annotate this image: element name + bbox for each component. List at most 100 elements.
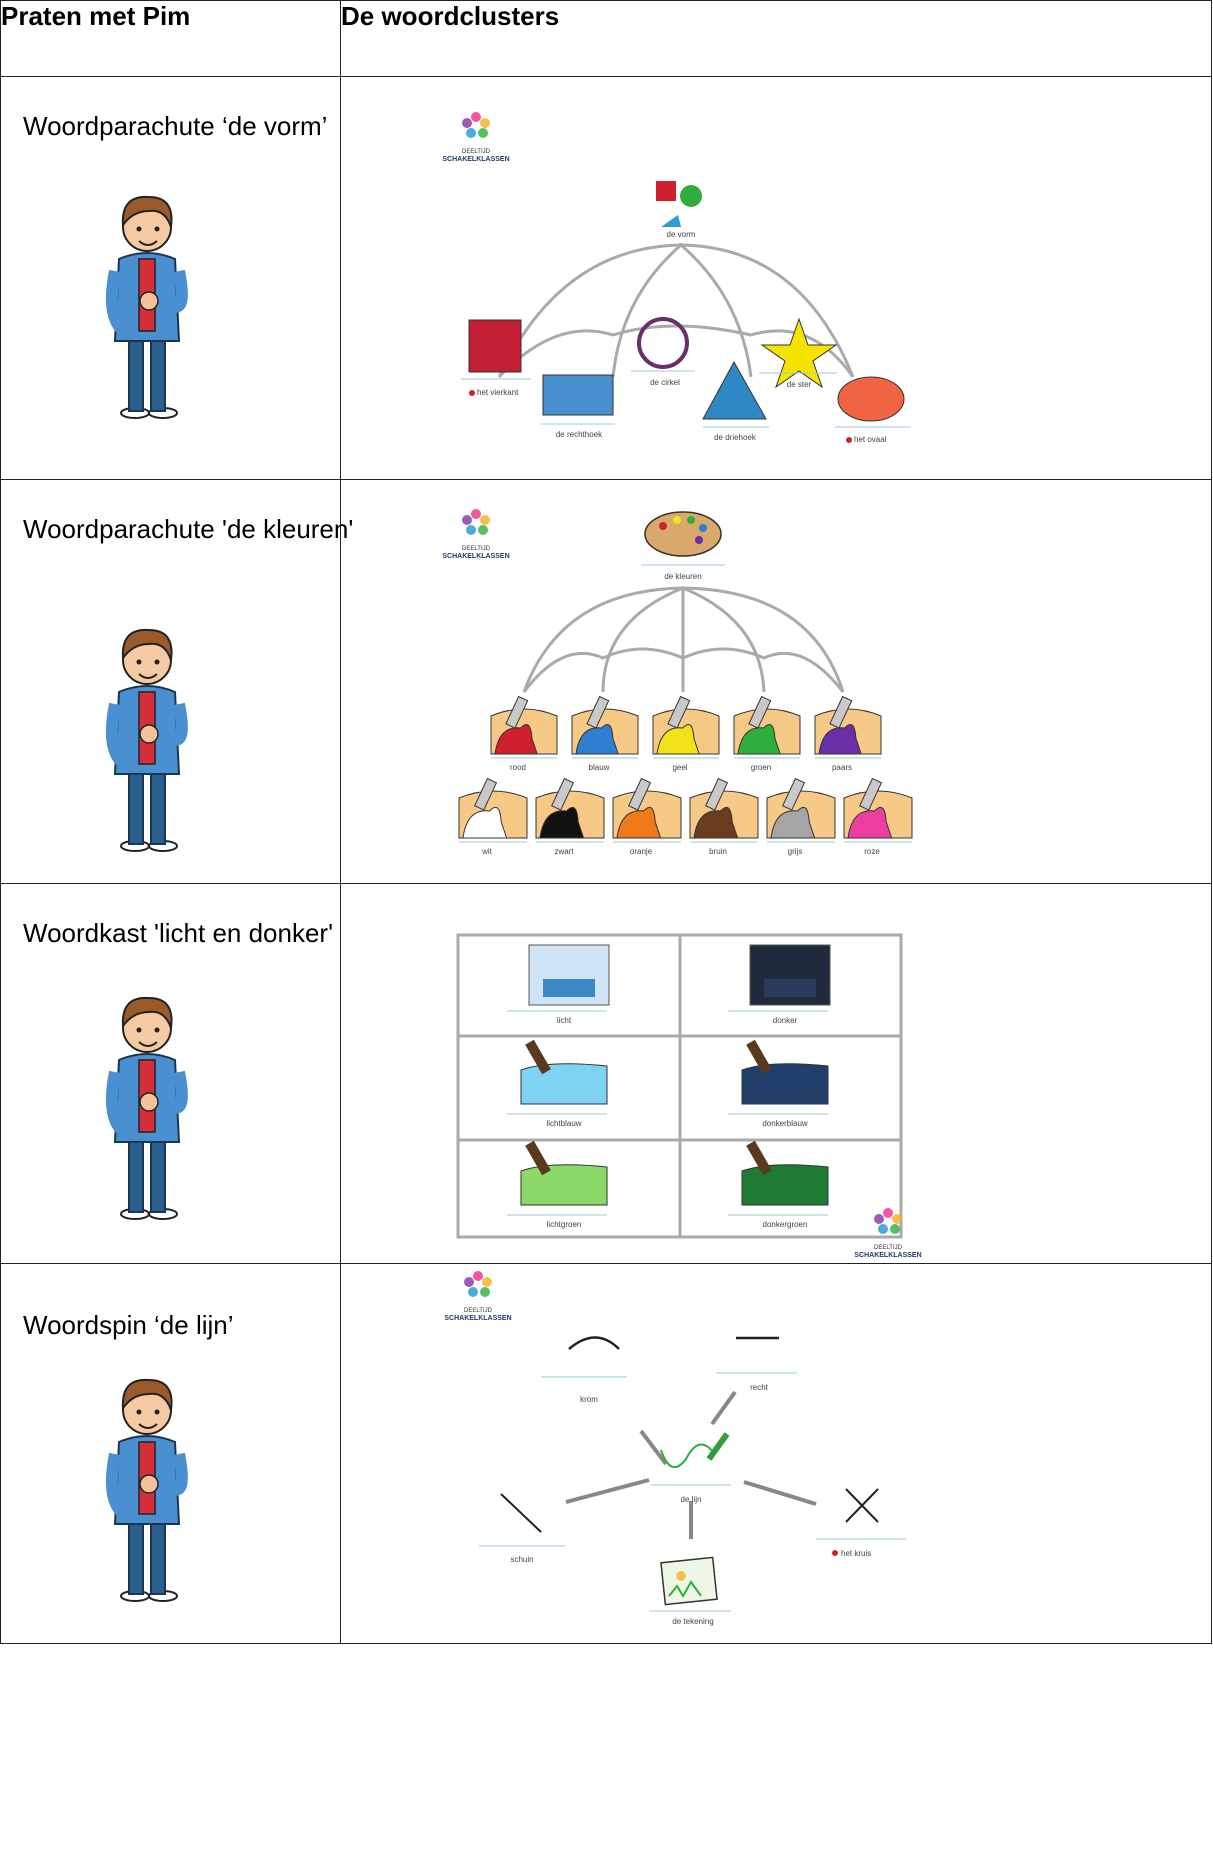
kast-label: donkergroen (763, 1220, 808, 1229)
paint-rood: rood (490, 695, 558, 772)
row-lijn-label-cell: Woordspin ‘de lijn’ (0, 1263, 341, 1644)
de-lijn-icon (660, 1443, 714, 1469)
paint-roze: roze (843, 777, 913, 856)
pim-figure (105, 614, 195, 854)
krom-icon (568, 1336, 620, 1350)
ster-icon (760, 317, 838, 389)
ovaal-icon (837, 376, 905, 422)
row-vorm-cluster-cell: DEELTIJD SCHAKELKLASSEN de vorm het vi (340, 76, 1212, 480)
kast-label: lichtgroen (547, 1220, 582, 1229)
row-label: Woordspin ‘de lijn’ (23, 1310, 234, 1340)
pim-figure (105, 982, 195, 1222)
svg-text:het vierkant: het vierkant (477, 388, 519, 397)
paint-bruin: bruin (689, 777, 759, 856)
kast-label: donker (773, 1016, 798, 1025)
row-label: Woordparachute ‘de vorm’ (23, 111, 328, 141)
schuin-icon (500, 1493, 542, 1533)
color-label: zwart (554, 847, 574, 856)
rechthoek-icon (542, 374, 614, 416)
kruis-icon (845, 1488, 879, 1523)
kleuren-parachute: DEELTIJD SCHAKELKLASSEN de kleuren (442, 509, 913, 856)
row-licht-cluster-cell: licht donker lichtblauw donkerblauw lichtgro… (340, 883, 1212, 1264)
kast-label: licht (557, 1016, 572, 1025)
paint-geel: geel (652, 695, 720, 772)
color-label: roze (864, 847, 880, 856)
circle-icon (680, 185, 702, 207)
svg-text:SCHAKELKLASSEN: SCHAKELKLASSEN (442, 553, 509, 560)
paint-zwart: zwart (535, 777, 605, 856)
parachute-lines (497, 243, 855, 379)
palette-icon (644, 511, 722, 557)
licht-donker-woordkast: licht donker lichtblauw donkerblauw lichtgro… (456, 933, 922, 1259)
kast-cell-donkergroen: donkergroen (728, 1140, 829, 1229)
row-label: Woordkast 'licht en donker' (23, 918, 334, 948)
row-label: Woordparachute 'de kleuren' (23, 514, 354, 544)
svg-text:SCHAKELKLASSEN: SCHAKELKLASSEN (442, 156, 509, 163)
driehoek-icon (702, 360, 767, 420)
header-woordclusters: De woordclusters (340, 0, 1212, 77)
triangle-icon (661, 215, 681, 227)
row-vorm-label-cell: Woordparachute ‘de vorm’ (0, 76, 341, 480)
svg-text:de driehoek: de driehoek (714, 433, 757, 442)
logo-icon: DEELTIJD SCHAKELKLASSEN (442, 112, 510, 163)
color-label: groen (751, 763, 771, 772)
color-label: oranje (630, 847, 653, 856)
logo-icon: DEELTIJD SCHAKELKLASSEN (854, 1208, 922, 1259)
kast-cell-lichtblauw: lichtblauw (507, 1039, 608, 1128)
color-label: geel (672, 763, 687, 772)
cirkel-icon (637, 317, 689, 369)
svg-text:de lijn: de lijn (681, 1495, 702, 1504)
svg-text:DEELTIJD: DEELTIJD (462, 546, 491, 552)
svg-text:krom: krom (580, 1395, 598, 1404)
color-label: wit (481, 847, 493, 856)
paint-grijs: grijs (766, 777, 836, 856)
color-label: rood (510, 763, 526, 772)
color-label: blauw (589, 763, 610, 772)
pim-figure (105, 181, 195, 421)
kast-cell-lichtgroen: lichtgroen (507, 1140, 608, 1229)
svg-text:SCHAKELKLASSEN: SCHAKELKLASSEN (854, 1252, 921, 1259)
row-licht-label-cell: Woordkast 'licht en donker' (0, 883, 341, 1264)
paint-oranje: oranje (612, 777, 682, 856)
label-de-vorm: de vorm (667, 230, 696, 239)
kast-cells: licht donker lichtblauw donkerblauw lichtgro… (507, 944, 831, 1229)
paint-row-1: rood blauw geel groen paars (490, 695, 882, 772)
svg-text:de rechthoek: de rechthoek (556, 430, 603, 439)
spider-legs (565, 1390, 817, 1539)
kast-cell-donker: donker (728, 944, 831, 1025)
svg-text:DEELTIJD: DEELTIJD (462, 149, 491, 155)
svg-text:de tekening: de tekening (672, 1617, 713, 1626)
pim-figure (105, 1364, 195, 1604)
svg-text:het ovaal: het ovaal (854, 435, 887, 444)
kast-label: donkerblauw (762, 1119, 808, 1128)
document-table: Praten met Pim De woordclusters Woordpar… (0, 0, 1212, 1644)
logo-icon: DEELTIJD SCHAKELKLASSEN (444, 1271, 512, 1322)
logo-icon: DEELTIJD SCHAKELKLASSEN (442, 509, 510, 560)
header-praten-met-pim: Praten met Pim (0, 0, 341, 77)
paint-blauw: blauw (571, 695, 639, 772)
svg-text:de ster: de ster (787, 380, 812, 389)
row-kleuren-label-cell: Woordparachute 'de kleuren' (0, 479, 353, 884)
vierkant-icon (468, 319, 522, 373)
svg-text:de cirkel: de cirkel (650, 378, 680, 387)
paint-groen: groen (733, 695, 801, 772)
kast-label: lichtblauw (546, 1119, 581, 1128)
color-label: bruin (709, 847, 727, 856)
square-icon (656, 181, 676, 201)
row-lijn-cluster-cell: DEELTIJD SCHAKELKLASSEN krom recht (340, 1263, 1212, 1644)
parachute-lines (522, 586, 845, 693)
svg-text:recht: recht (750, 1383, 769, 1392)
color-label: paars (832, 763, 852, 772)
kast-cell-licht: licht (507, 944, 610, 1025)
svg-text:het kruis: het kruis (841, 1549, 871, 1558)
vorm-parachute: DEELTIJD SCHAKELKLASSEN de vorm het vi (442, 112, 911, 444)
svg-text:SCHAKELKLASSEN: SCHAKELKLASSEN (444, 1315, 511, 1322)
paint-row-2: wit zwart oranje bruin grijs roze (458, 777, 913, 856)
kast-cell-donkerblauw: donkerblauw (728, 1039, 829, 1128)
tekening-icon (660, 1556, 718, 1606)
svg-text:schuin: schuin (510, 1555, 533, 1564)
svg-text:DEELTIJD: DEELTIJD (464, 1308, 493, 1314)
paint-paars: paars (814, 695, 882, 772)
lijn-woordspin: DEELTIJD SCHAKELKLASSEN krom recht (444, 1271, 906, 1626)
label-de-kleuren: de kleuren (664, 572, 701, 581)
